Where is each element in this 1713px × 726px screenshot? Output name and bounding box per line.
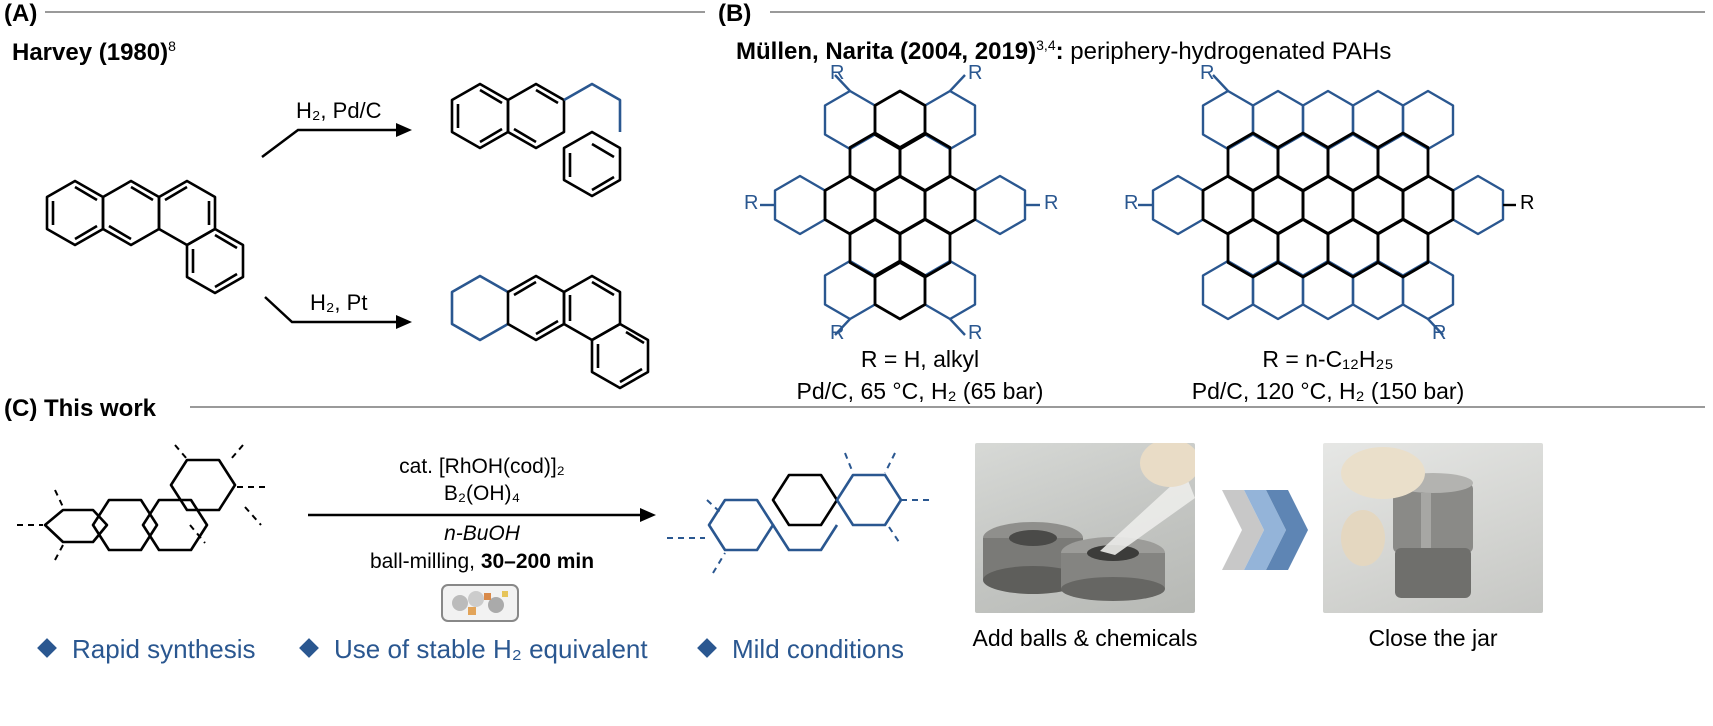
panel-b-title-authors: Müllen, Narita (2004, 2019) bbox=[736, 38, 1037, 65]
photo-close-jar-caption: Close the jar bbox=[1368, 625, 1498, 651]
solvent-label: n-BuOH bbox=[444, 522, 520, 545]
panel-b-title-suffix: periphery-hydrogenated PAHs bbox=[1063, 38, 1392, 65]
panel-a-title: Harvey (1980)8 bbox=[12, 38, 176, 67]
hbc-left-r5: R bbox=[830, 322, 845, 344]
reagent-boron: B₂(OH)₄ bbox=[443, 482, 521, 505]
pah-right-r3: R bbox=[1520, 192, 1535, 214]
diamond-bullet-icon bbox=[697, 638, 717, 658]
hbc-left-r6: R bbox=[968, 322, 983, 344]
feature-h2-equivalent: Use of stable H₂ equivalent bbox=[299, 634, 648, 665]
pah-right-r4: R bbox=[1432, 322, 1447, 344]
method-line: ball-milling, 30–200 min bbox=[308, 550, 656, 574]
method-label: ball-milling, bbox=[369, 550, 475, 573]
panel-a-rule bbox=[45, 11, 705, 13]
product-c bbox=[667, 452, 933, 574]
hbc-left-conditions: Pd/C, 65 °C, H₂ (65 bar) bbox=[796, 378, 1044, 404]
photo-add-balls bbox=[975, 443, 1195, 613]
feature-mild-text: Mild conditions bbox=[732, 634, 904, 664]
product-bottom bbox=[450, 274, 650, 390]
photo-close-jar bbox=[1323, 443, 1543, 613]
feature-h2-text: Use of stable H₂ equivalent bbox=[334, 634, 648, 664]
pah-right-r-line: R = n-C₁₂H₂₅ bbox=[1262, 346, 1394, 372]
product-top bbox=[450, 82, 622, 198]
hbc-left-r3: R bbox=[744, 192, 759, 214]
route-bottom-label: H₂, Pt bbox=[310, 290, 368, 315]
time-label: 30–200 min bbox=[480, 550, 595, 573]
panel-b-title: Müllen, Narita (2004, 2019)3,4: peripher… bbox=[736, 37, 1392, 65]
panel-a-title-text: Harvey (1980) bbox=[12, 39, 169, 66]
feature-mild: Mild conditions bbox=[697, 634, 904, 665]
anthracene-start-c bbox=[17, 444, 265, 561]
chevron-arrows-icon bbox=[1222, 490, 1308, 570]
diamond-bullet-icon bbox=[37, 638, 57, 658]
benz-anthracene-start bbox=[45, 179, 245, 295]
pah-right-r1: R bbox=[1200, 62, 1215, 84]
hbc-left-r-line: R = H, alkyl bbox=[860, 346, 980, 372]
route-top-label: H₂, Pd/C bbox=[296, 98, 382, 123]
hbc-left-r1: R bbox=[830, 62, 845, 84]
panel-c-label: (C) This work bbox=[4, 395, 157, 422]
panel-b-ref: 3,4 bbox=[1036, 37, 1056, 53]
feature-rapid: Rapid synthesis bbox=[37, 634, 256, 665]
panel-a-ref: 8 bbox=[168, 38, 176, 54]
pah-right-conditions: Pd/C, 120 °C, H₂ (150 bar) bbox=[1191, 378, 1465, 404]
panel-b-rule bbox=[770, 11, 1705, 13]
feature-rapid-text: Rapid synthesis bbox=[72, 634, 256, 664]
ball-mill-icon bbox=[441, 584, 519, 622]
diamond-bullet-icon bbox=[299, 638, 319, 658]
hbc-left bbox=[760, 74, 1040, 336]
panel-a-label: (A) bbox=[4, 0, 38, 27]
photo-add-balls-caption: Add balls & chemicals bbox=[972, 625, 1198, 651]
pah-right-r2: R bbox=[1124, 192, 1139, 214]
panel-b-label: (B) bbox=[718, 0, 752, 27]
panel-c-rule bbox=[190, 406, 1705, 408]
reagent-catalyst: cat. [RhOH(cod)]₂ bbox=[399, 455, 565, 478]
hbc-left-r2: R bbox=[968, 62, 983, 84]
hbc-left-r4: R bbox=[1044, 192, 1059, 214]
pah-right bbox=[1138, 74, 1516, 336]
